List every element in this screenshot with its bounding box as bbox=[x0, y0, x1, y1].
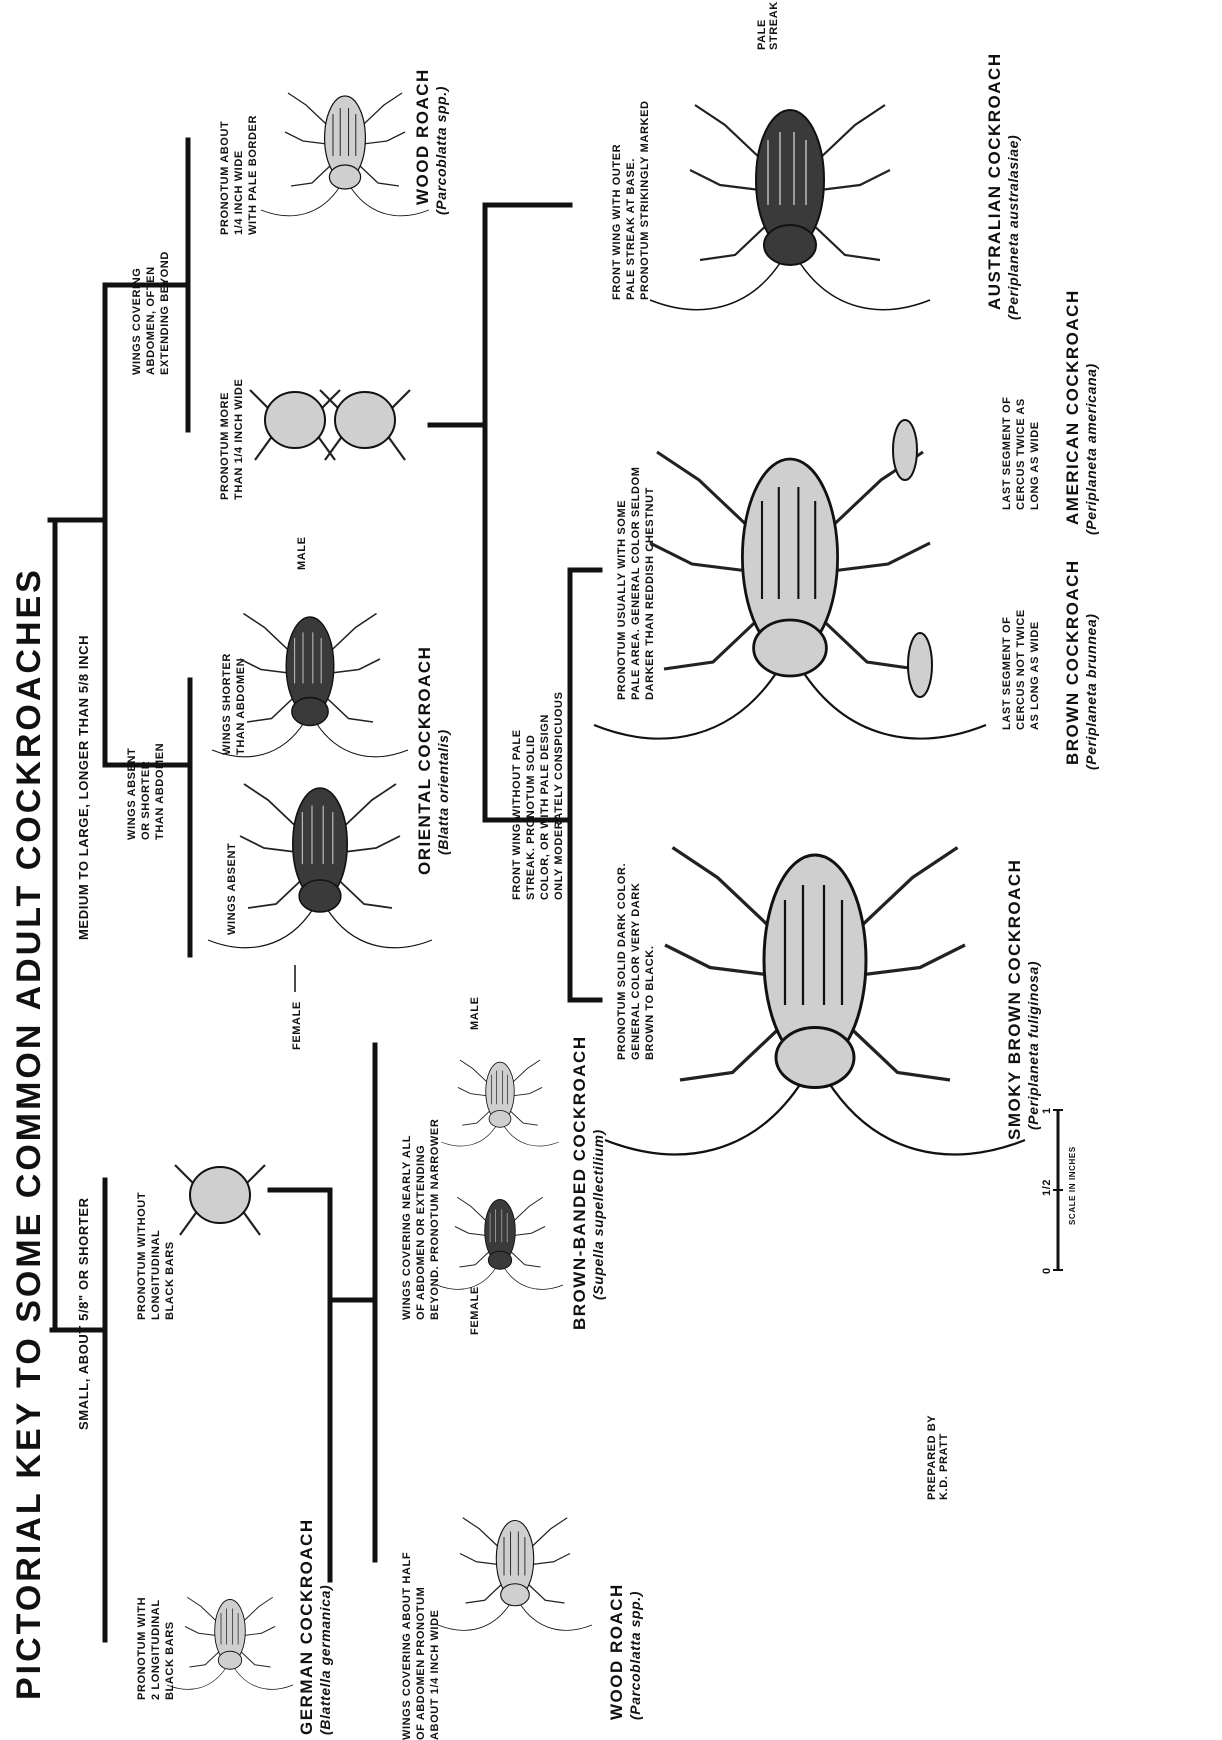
smoky-brown-sci: (Periplaneta fuliginosa) bbox=[1025, 961, 1041, 1130]
branch-medium-label: MEDIUM TO LARGE, LONGER THAN 5/8 INCH bbox=[76, 635, 91, 940]
german-name: GERMAN COCKROACH bbox=[297, 1518, 316, 1735]
wings-shorter-label: WINGS SHORTER THAN ABDOMEN bbox=[221, 649, 247, 755]
wings-absent-shorter-label: WINGS ABSENT OR SHORTER THAN ABDOMEN bbox=[126, 743, 166, 840]
pronotum-no-bars-label: PRONOTUM WITHOUT LONGITUDINAL BLACK BARS bbox=[136, 1188, 176, 1320]
oriental-female-label: FEMALE bbox=[291, 1001, 303, 1050]
brown-sci: (Periplaneta brunnea) bbox=[1083, 613, 1099, 770]
australian-name: AUSTRALIAN COCKROACH bbox=[985, 52, 1004, 310]
wings-covering-label: WINGS COVERING ABDOMEN, OFTEN EXTENDING … bbox=[131, 251, 171, 375]
pronotum-more-label: PRONOTUM MORE THAN 1/4 INCH WIDE bbox=[219, 379, 245, 500]
cercus-american-drawing bbox=[893, 420, 917, 480]
oriental-name: ORIENTAL COCKROACH bbox=[415, 646, 434, 875]
oriental-female-drawing bbox=[208, 784, 432, 948]
pale-streak-label: PALE STREAK bbox=[756, 1, 780, 50]
smoky-brown-roach-drawing bbox=[605, 848, 1025, 1155]
pronotum-bars-label: PRONOTUM WITH 2 LONGITUDINAL BLACK BARS bbox=[136, 1593, 176, 1700]
wood-roach-small-drawing bbox=[438, 1518, 592, 1631]
australian-roach-drawing bbox=[650, 105, 930, 310]
pronotum-about-label: PRONOTUM ABOUT 1/4 INCH WIDE WITH PALE B… bbox=[219, 115, 259, 235]
wings-nearly-all-label: WINGS COVERING NEARLY ALL OF ABDOMEN OR … bbox=[401, 1119, 441, 1320]
pronotum-solid-dark-label: PRONOTUM SOLID DARK COLOR. GENERAL COLOR… bbox=[616, 859, 656, 1060]
credit: PREPARED BY K.D. PRATT bbox=[926, 1411, 950, 1500]
pronotum-large-drawing-1 bbox=[250, 390, 340, 460]
brown-banded-name: BROWN-BANDED COCKROACH bbox=[570, 1035, 589, 1330]
wood-large-name: WOOD ROACH bbox=[413, 68, 432, 205]
pronotum-small-drawing bbox=[175, 1165, 265, 1235]
pronotum-pale-area-label: PRONOTUM USUALLY WITH SOME PALE AREA. GE… bbox=[616, 463, 656, 700]
page-title: PICTORIAL KEY TO SOME COMMON ADULT COCKR… bbox=[10, 567, 48, 1700]
wings-half-label: WINGS COVERING ABOUT HALF OF ABDOMEN PRO… bbox=[401, 1548, 441, 1740]
front-wing-with-label: FRONT WING WITH OUTER PALE STREAK AT BAS… bbox=[611, 100, 651, 300]
pronotum-large-drawing-2 bbox=[320, 390, 410, 460]
front-wing-without-label: FRONT WING WITHOUT PALE STREAK. PRONOTUM… bbox=[511, 691, 565, 900]
american-name: AMERICAN COCKROACH bbox=[1063, 289, 1082, 525]
scale-caption: SCALE IN INCHES bbox=[1068, 1146, 1077, 1225]
brown-banded-female-drawing bbox=[437, 1197, 563, 1289]
oriental-sci: (Blatta orientalis) bbox=[435, 729, 451, 855]
bb-male-label: MALE bbox=[469, 996, 481, 1030]
brown-banded-male-drawing bbox=[441, 1060, 559, 1146]
wings-absent-label: WINGS ABSENT bbox=[226, 843, 238, 935]
american-sci: (Periplaneta americana) bbox=[1083, 363, 1099, 535]
brown-name: BROWN COCKROACH bbox=[1063, 559, 1082, 765]
german-sci: (Blattella germanica) bbox=[317, 1585, 333, 1735]
wood-small-name: WOOD ROACH bbox=[607, 1583, 626, 1720]
wood-roach-large-drawing bbox=[261, 93, 429, 216]
smoky-brown-name: SMOKY BROWN COCKROACH bbox=[1005, 859, 1024, 1140]
german-roach-drawing bbox=[167, 1597, 293, 1689]
scale-half: 1/2 bbox=[1041, 1179, 1053, 1196]
cercus-twice-label: LAST SEGMENT OF CERCUS TWICE AS LONG AS … bbox=[1001, 393, 1041, 510]
cercus-brown-drawing bbox=[908, 633, 932, 697]
cercus-not-twice-label: LAST SEGMENT OF CERCUS NOT TWICE AS LONG… bbox=[1001, 606, 1041, 730]
scale-one: 1 bbox=[1041, 1107, 1053, 1114]
wood-large-sci: (Parcoblatta spp.) bbox=[433, 86, 449, 215]
wood-small-sci: (Parcoblatta spp.) bbox=[627, 1591, 643, 1720]
brown-banded-sci: (Supella supellectilium) bbox=[590, 1129, 606, 1300]
bb-female-label: FEMALE bbox=[469, 1286, 481, 1335]
australian-sci: (Periplaneta australasiae) bbox=[1005, 135, 1021, 320]
branch-small-label: SMALL, ABOUT 5/8" OR SHORTER bbox=[76, 1197, 91, 1430]
scale-zero: 0 bbox=[1041, 1267, 1053, 1274]
scale-bar: 0 1/2 1 SCALE IN INCHES bbox=[1041, 1107, 1077, 1274]
oriental-male-label: MALE bbox=[296, 536, 308, 570]
